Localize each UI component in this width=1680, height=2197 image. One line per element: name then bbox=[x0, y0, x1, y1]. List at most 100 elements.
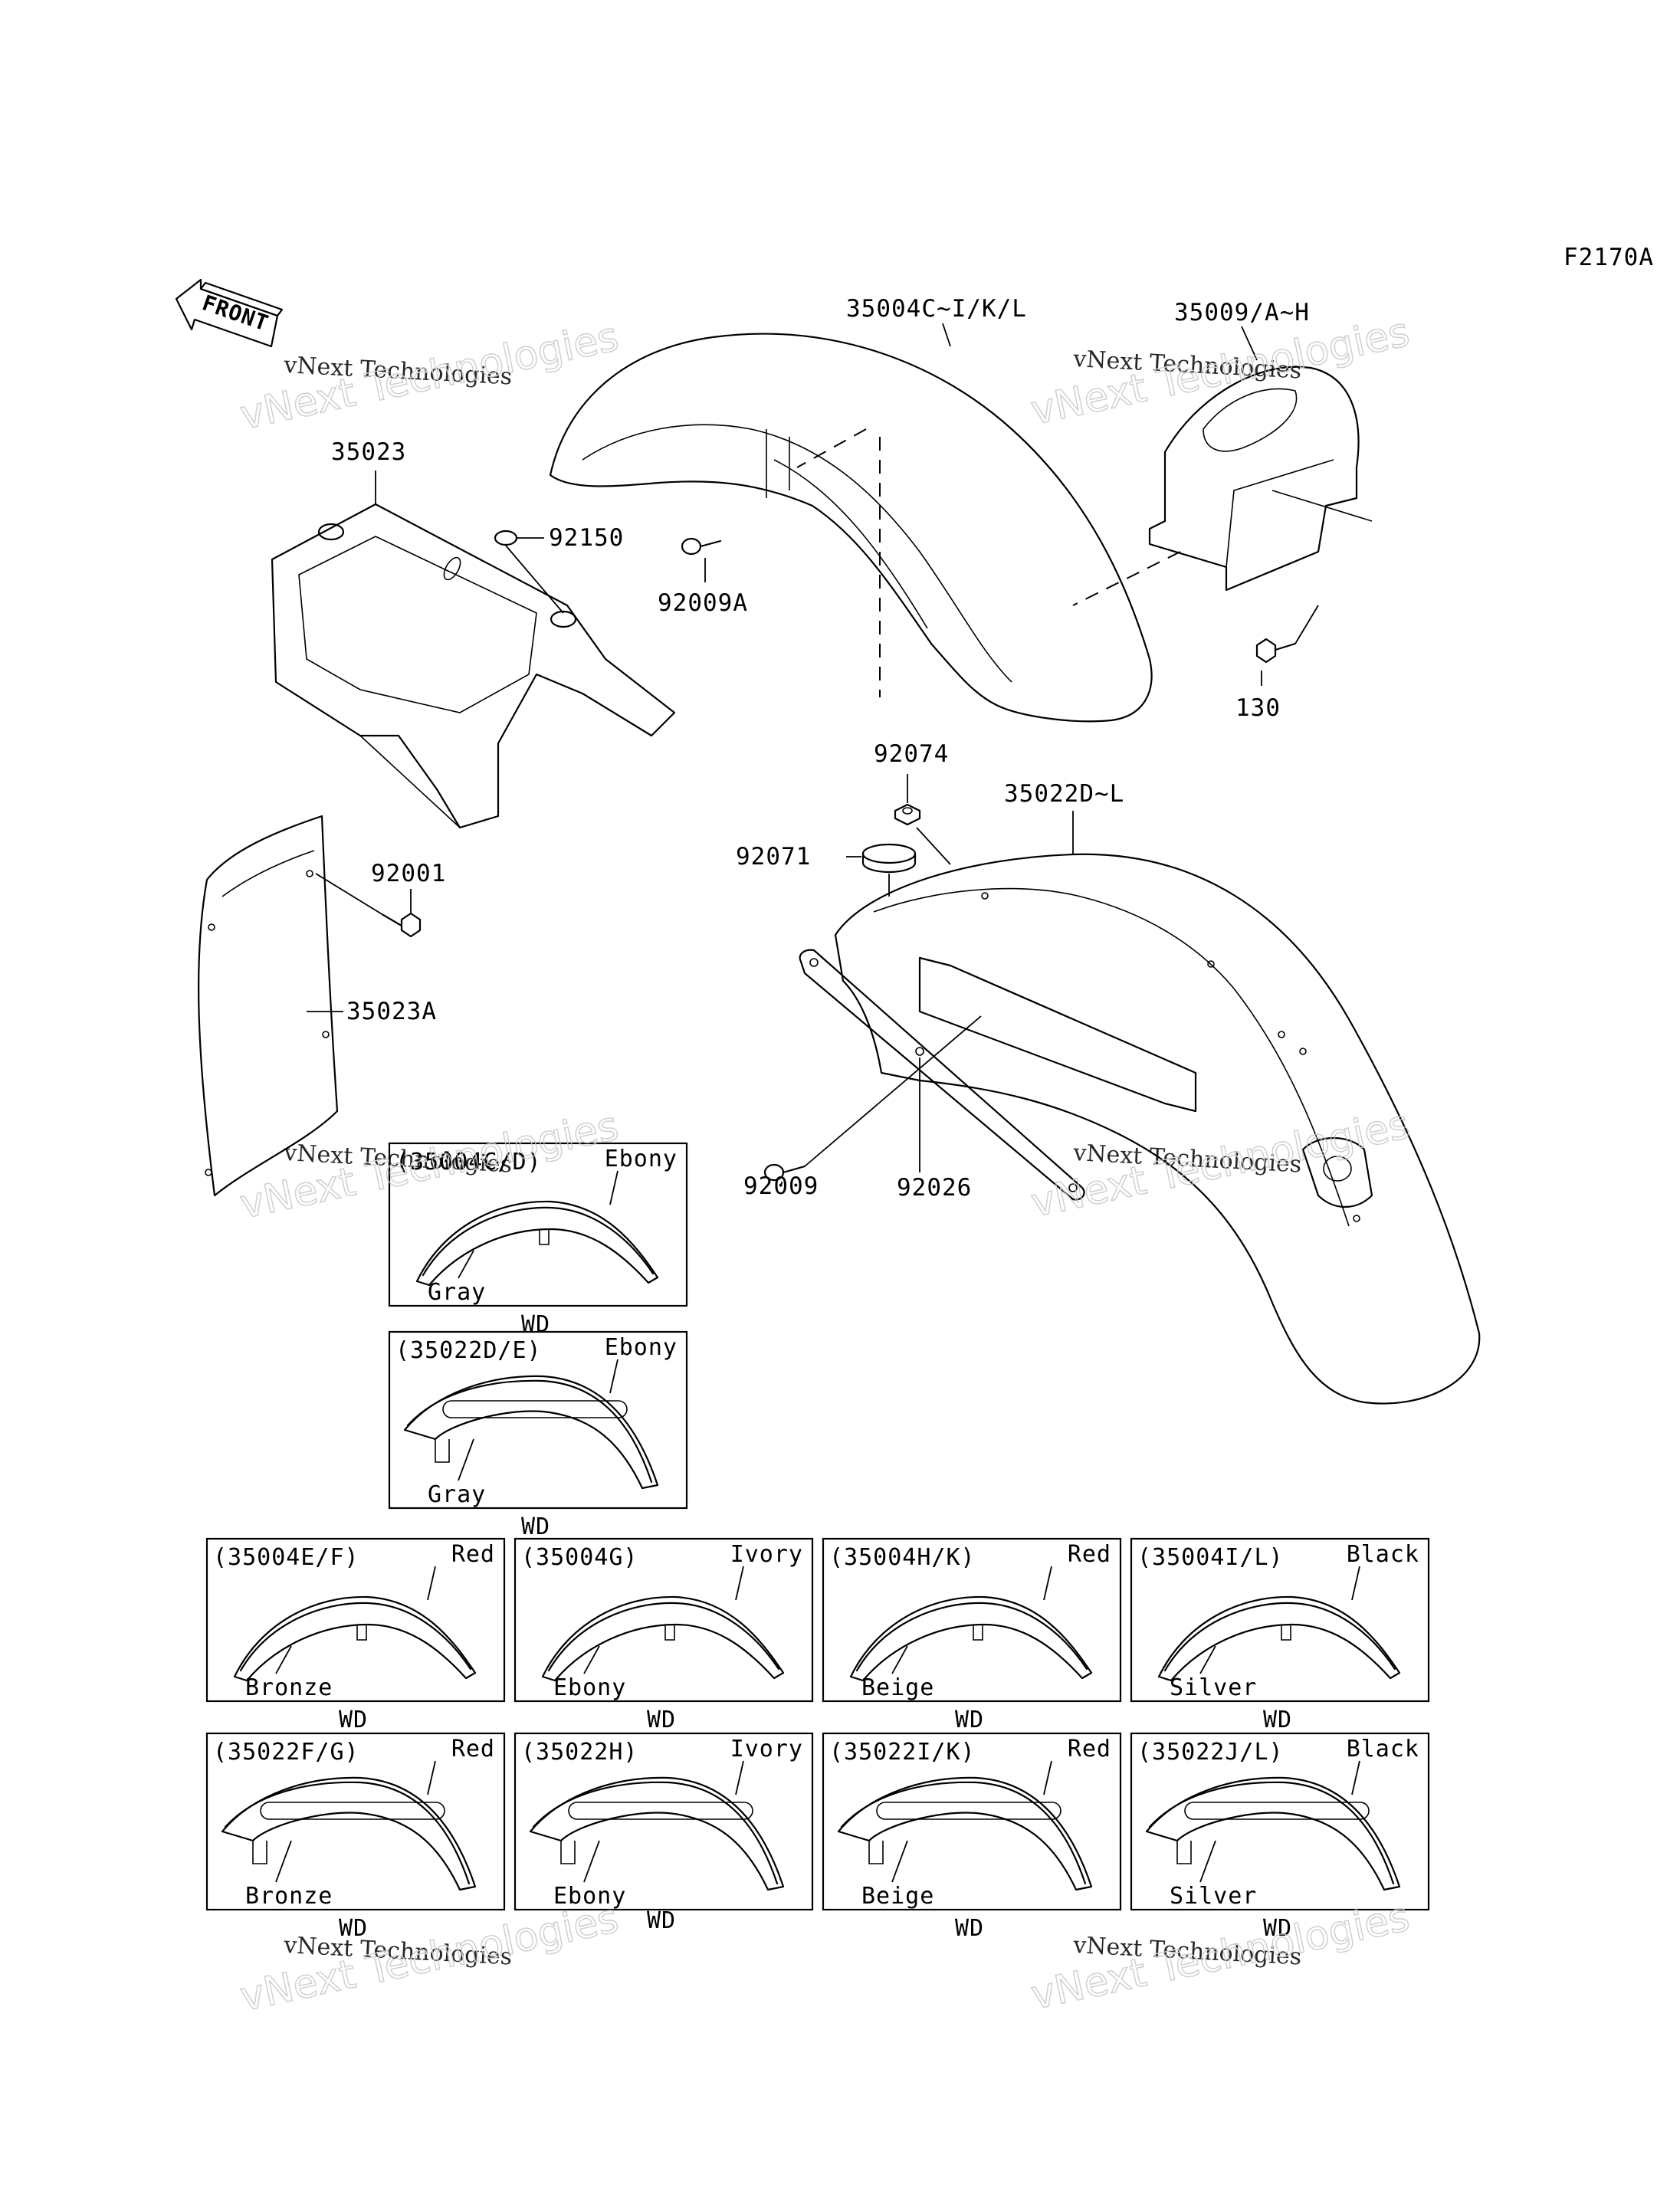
rear-fender-thumbnail bbox=[837, 1776, 1093, 1891]
cap-92074-drawing bbox=[894, 803, 921, 826]
callout-92026: 92026 bbox=[897, 1174, 972, 1202]
callout-92074: 92074 bbox=[874, 740, 949, 768]
variant-bottom-color: Gray bbox=[428, 1279, 486, 1306]
variant-market: WD bbox=[1263, 1707, 1292, 1733]
rear-fender-thumbnail bbox=[403, 1375, 659, 1490]
variant-market: WD bbox=[339, 1915, 368, 1942]
figure-code: F2170A bbox=[1564, 244, 1654, 271]
variant-code: (35022I/K) bbox=[829, 1739, 976, 1766]
variant-bottom-color: Bronze bbox=[245, 1674, 333, 1701]
variant-top-color: Black bbox=[1347, 1736, 1419, 1763]
variant-bottom-color: Beige bbox=[861, 1674, 934, 1701]
variant-bottom-color: Silver bbox=[1170, 1674, 1257, 1701]
callout-92001: 92001 bbox=[371, 860, 446, 887]
variant-bottom-color: Gray bbox=[428, 1481, 486, 1508]
bolt-92009A-drawing bbox=[681, 537, 722, 556]
front-arrow-icon: FRONT bbox=[175, 278, 284, 348]
variant-market: WD bbox=[1263, 1915, 1292, 1942]
callout-130: 130 bbox=[1235, 694, 1281, 722]
front-fender-thumbnail bbox=[1157, 1595, 1401, 1682]
rear-fender-drawing bbox=[834, 853, 1481, 1405]
bolt-92009-drawing bbox=[763, 1163, 806, 1182]
variant-top-color: Ebony bbox=[605, 1146, 678, 1172]
callout-92009A: 92009A bbox=[658, 589, 748, 617]
variant-code: (35004H/K) bbox=[829, 1544, 976, 1571]
variant-frame bbox=[205, 1732, 506, 1911]
bolt-92001-drawing bbox=[382, 912, 422, 938]
variant-bottom-color: Bronze bbox=[245, 1883, 333, 1910]
variant-code: (35022J/L) bbox=[1137, 1739, 1284, 1766]
rear-fender-thumbnail bbox=[221, 1776, 477, 1891]
variant-top-color: Ivory bbox=[730, 1736, 803, 1763]
variant-top-color: Ivory bbox=[730, 1541, 803, 1568]
variant-frame bbox=[822, 1732, 1122, 1911]
variant-code: (35004I/L) bbox=[1137, 1544, 1284, 1571]
variant-code: (35022F/G) bbox=[213, 1739, 359, 1766]
variant-top-color: Red bbox=[1068, 1541, 1111, 1568]
callout-35022D: 35022D~L bbox=[1004, 780, 1124, 808]
variant-market: WD bbox=[955, 1707, 984, 1733]
variant-frame bbox=[514, 1732, 814, 1911]
callout-35023A: 35023A bbox=[346, 998, 437, 1025]
variant-market: WD bbox=[647, 1707, 676, 1733]
rear-fender-thumbnail bbox=[1145, 1776, 1401, 1891]
variant-market: WD bbox=[521, 1311, 550, 1338]
variant-market: WD bbox=[521, 1513, 550, 1540]
front-fender-thumbnail bbox=[415, 1200, 659, 1287]
variant-frame bbox=[388, 1142, 688, 1307]
callout-92009: 92009 bbox=[743, 1172, 819, 1200]
rear-fender-front-drawing bbox=[271, 503, 676, 829]
cushion-92071-drawing bbox=[861, 843, 917, 874]
callout-35004C: 35004C~I/K/L bbox=[846, 295, 1027, 323]
rear-fender-thumbnail bbox=[529, 1776, 785, 1891]
callout-35023: 35023 bbox=[331, 438, 406, 466]
variant-bottom-color: Silver bbox=[1170, 1883, 1257, 1910]
variant-top-color: Red bbox=[451, 1541, 495, 1568]
front-arrow-label: FRONT bbox=[199, 290, 272, 336]
variant-bottom-color: Ebony bbox=[553, 1883, 626, 1910]
callout-92071: 92071 bbox=[736, 843, 811, 871]
variant-code: (35004E/F) bbox=[213, 1544, 359, 1571]
variant-bottom-color: Ebony bbox=[553, 1674, 626, 1701]
variant-frame bbox=[514, 1537, 814, 1703]
callout-92150: 92150 bbox=[549, 524, 624, 552]
variant-frame bbox=[205, 1537, 506, 1703]
bracket-mount-line bbox=[796, 428, 867, 468]
variant-frame bbox=[822, 1537, 1122, 1703]
front-fender-thumbnail bbox=[541, 1595, 785, 1682]
variant-top-color: Red bbox=[451, 1736, 495, 1763]
variant-code: (35004G) bbox=[521, 1544, 638, 1571]
front-fender-drawing bbox=[549, 333, 1153, 723]
variant-code: (35022D/E) bbox=[395, 1337, 542, 1364]
bracket-mount-line-2 bbox=[1072, 551, 1181, 606]
variant-code: (35004C/D) bbox=[395, 1149, 542, 1176]
variant-frame bbox=[1130, 1732, 1430, 1911]
variant-market: WD bbox=[339, 1707, 368, 1733]
clip-92150-drawing bbox=[494, 530, 518, 546]
callout-35009: 35009/A~H bbox=[1174, 299, 1310, 326]
bracket-92026-drawing bbox=[799, 949, 1085, 1201]
front-fender-thumbnail bbox=[849, 1595, 1093, 1682]
variant-bottom-color: Beige bbox=[861, 1883, 934, 1910]
flap-35023A-drawing bbox=[197, 815, 339, 1197]
front-fender-bracket-drawing bbox=[1148, 366, 1373, 592]
front-fender-thumbnail bbox=[233, 1595, 477, 1682]
variant-top-color: Black bbox=[1347, 1541, 1419, 1568]
variant-frame bbox=[1130, 1537, 1430, 1703]
variant-frame bbox=[388, 1330, 688, 1510]
variant-code: (35022H) bbox=[521, 1739, 638, 1766]
variant-top-color: Ebony bbox=[605, 1334, 678, 1361]
variant-top-color: Red bbox=[1068, 1736, 1111, 1763]
bolt-130-drawing bbox=[1255, 638, 1297, 664]
